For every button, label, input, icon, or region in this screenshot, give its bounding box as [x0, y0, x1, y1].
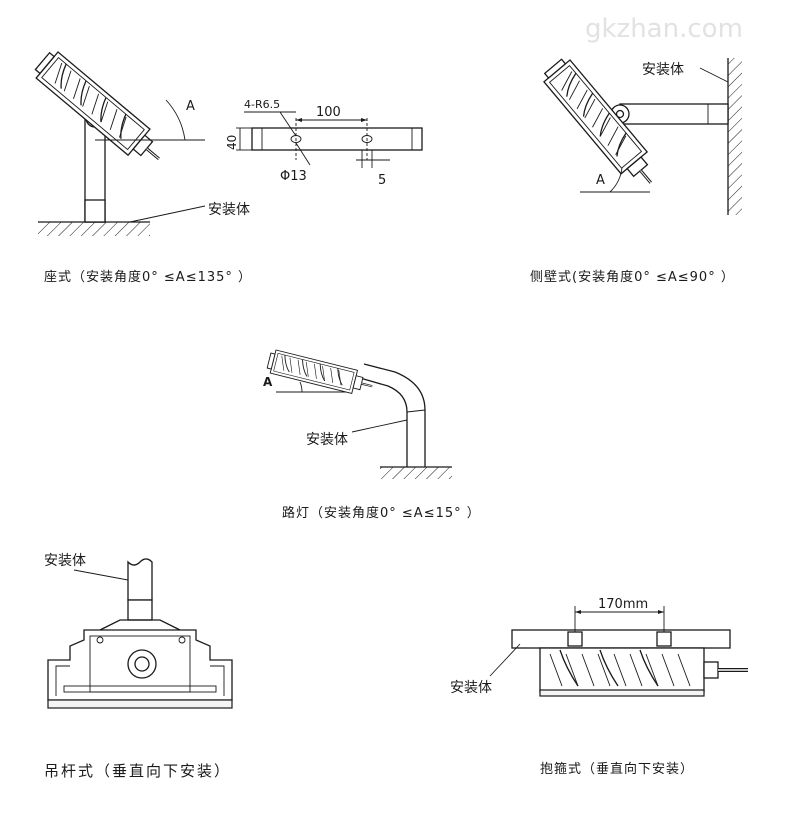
- caption-pendant-mount: 吊杆式（垂直向下安装）: [44, 762, 232, 780]
- pendant-mount-diagram: 安装体: [44, 553, 233, 709]
- caption-wall-mount: 侧壁式(安装角度0° ≤A≤90° ）: [530, 270, 735, 285]
- caption-street-light: 路灯（安装角度0° ≤A≤15° ）: [282, 506, 481, 521]
- caption-clamp-mount: 抱箍式（垂直向下安装）: [540, 762, 695, 777]
- watermark: gkzhan.com: [585, 14, 743, 44]
- mount-body-label-seat: 安装体: [208, 202, 250, 218]
- angle-label-street: A: [263, 375, 273, 389]
- hole-radius-label: 4-R6.5: [244, 98, 280, 111]
- angle-label-seat: A: [186, 99, 195, 114]
- angle-label-wall: A: [596, 173, 605, 188]
- clamp-spacing-dimension: 170mm: [598, 597, 648, 612]
- mount-body-label-wall: 安装体: [642, 62, 684, 78]
- mount-body-label-street: 安装体: [306, 432, 348, 448]
- diameter-label: Φ13: [280, 169, 307, 184]
- height-dimension: 40: [225, 135, 239, 150]
- caption-seat-mount: 座式（安装角度0° ≤A≤135° ）: [44, 270, 253, 285]
- bracket-detail: 100 4-R6.5 40 Φ13 5: [225, 98, 423, 188]
- clamp-mount-diagram: 170mm 安装体: [450, 597, 748, 697]
- spacing-dimension: 100: [316, 105, 341, 120]
- offset-dimension: 5: [378, 173, 386, 188]
- mount-body-label-clamp: 安装体: [450, 680, 492, 696]
- wall-mount-diagram: A 安装体: [538, 53, 742, 215]
- street-light-diagram: A 安装体: [263, 347, 452, 479]
- seat-mount-diagram: A 安装体: [30, 46, 250, 236]
- mount-body-label-pendant: 安装体: [44, 553, 86, 569]
